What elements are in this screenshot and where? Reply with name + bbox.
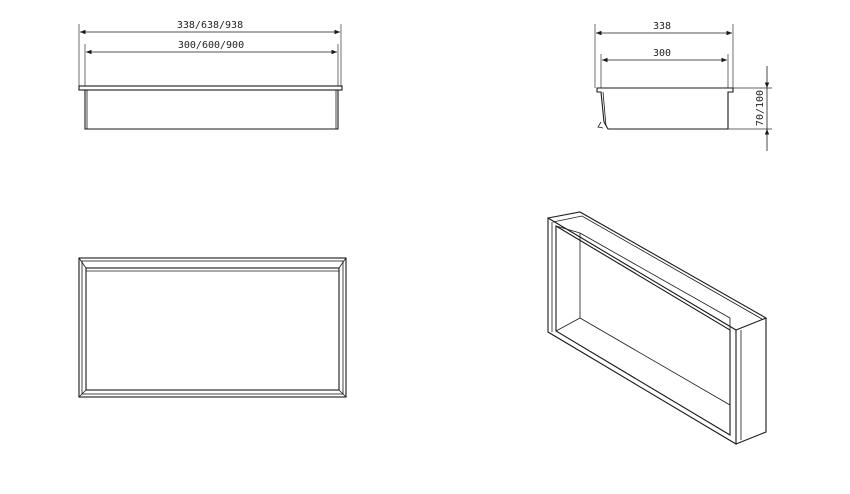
side-inner-width-label: 300 xyxy=(653,48,671,59)
side-profile-lip xyxy=(597,121,604,129)
iso-back-top-edge xyxy=(579,232,731,319)
frame-miter-bottom-left xyxy=(78,389,87,398)
side-section-view: 338 300 70/100 xyxy=(594,21,772,151)
frame-miter-top-right xyxy=(338,257,347,269)
front-flange xyxy=(78,85,343,91)
iso-frame-right-edge xyxy=(735,318,767,445)
side-profile-outline xyxy=(596,87,734,130)
frame-outer-edge xyxy=(78,257,347,398)
frame-miter-top-left xyxy=(78,257,87,269)
frame-inner-edge xyxy=(81,260,344,395)
front-elevation-view: 338/638/938 300/600/900 xyxy=(78,20,343,130)
isometric-view xyxy=(547,211,768,445)
outer-width-label: 338/638/938 xyxy=(177,20,243,31)
iso-frame-top-inner-edge xyxy=(552,215,763,320)
niche-body-outline xyxy=(84,90,339,130)
iso-back-left-bottom xyxy=(579,233,731,406)
iso-frame-outer xyxy=(547,217,737,445)
iso-depth-top-left xyxy=(555,225,581,234)
iso-depth-bottom-left xyxy=(555,317,581,332)
front-frame-view xyxy=(78,257,347,398)
iso-frame-top-edge xyxy=(547,211,768,331)
side-profile-inner-wall xyxy=(602,91,607,127)
inner-width-label: 300/600/900 xyxy=(178,40,244,51)
depth-label: 70/100 xyxy=(755,90,766,126)
iso-niche-opening xyxy=(555,225,731,436)
frame-miter-bottom-right xyxy=(338,389,347,398)
niche-opening xyxy=(85,267,340,391)
side-outer-width-label: 338 xyxy=(653,21,671,32)
